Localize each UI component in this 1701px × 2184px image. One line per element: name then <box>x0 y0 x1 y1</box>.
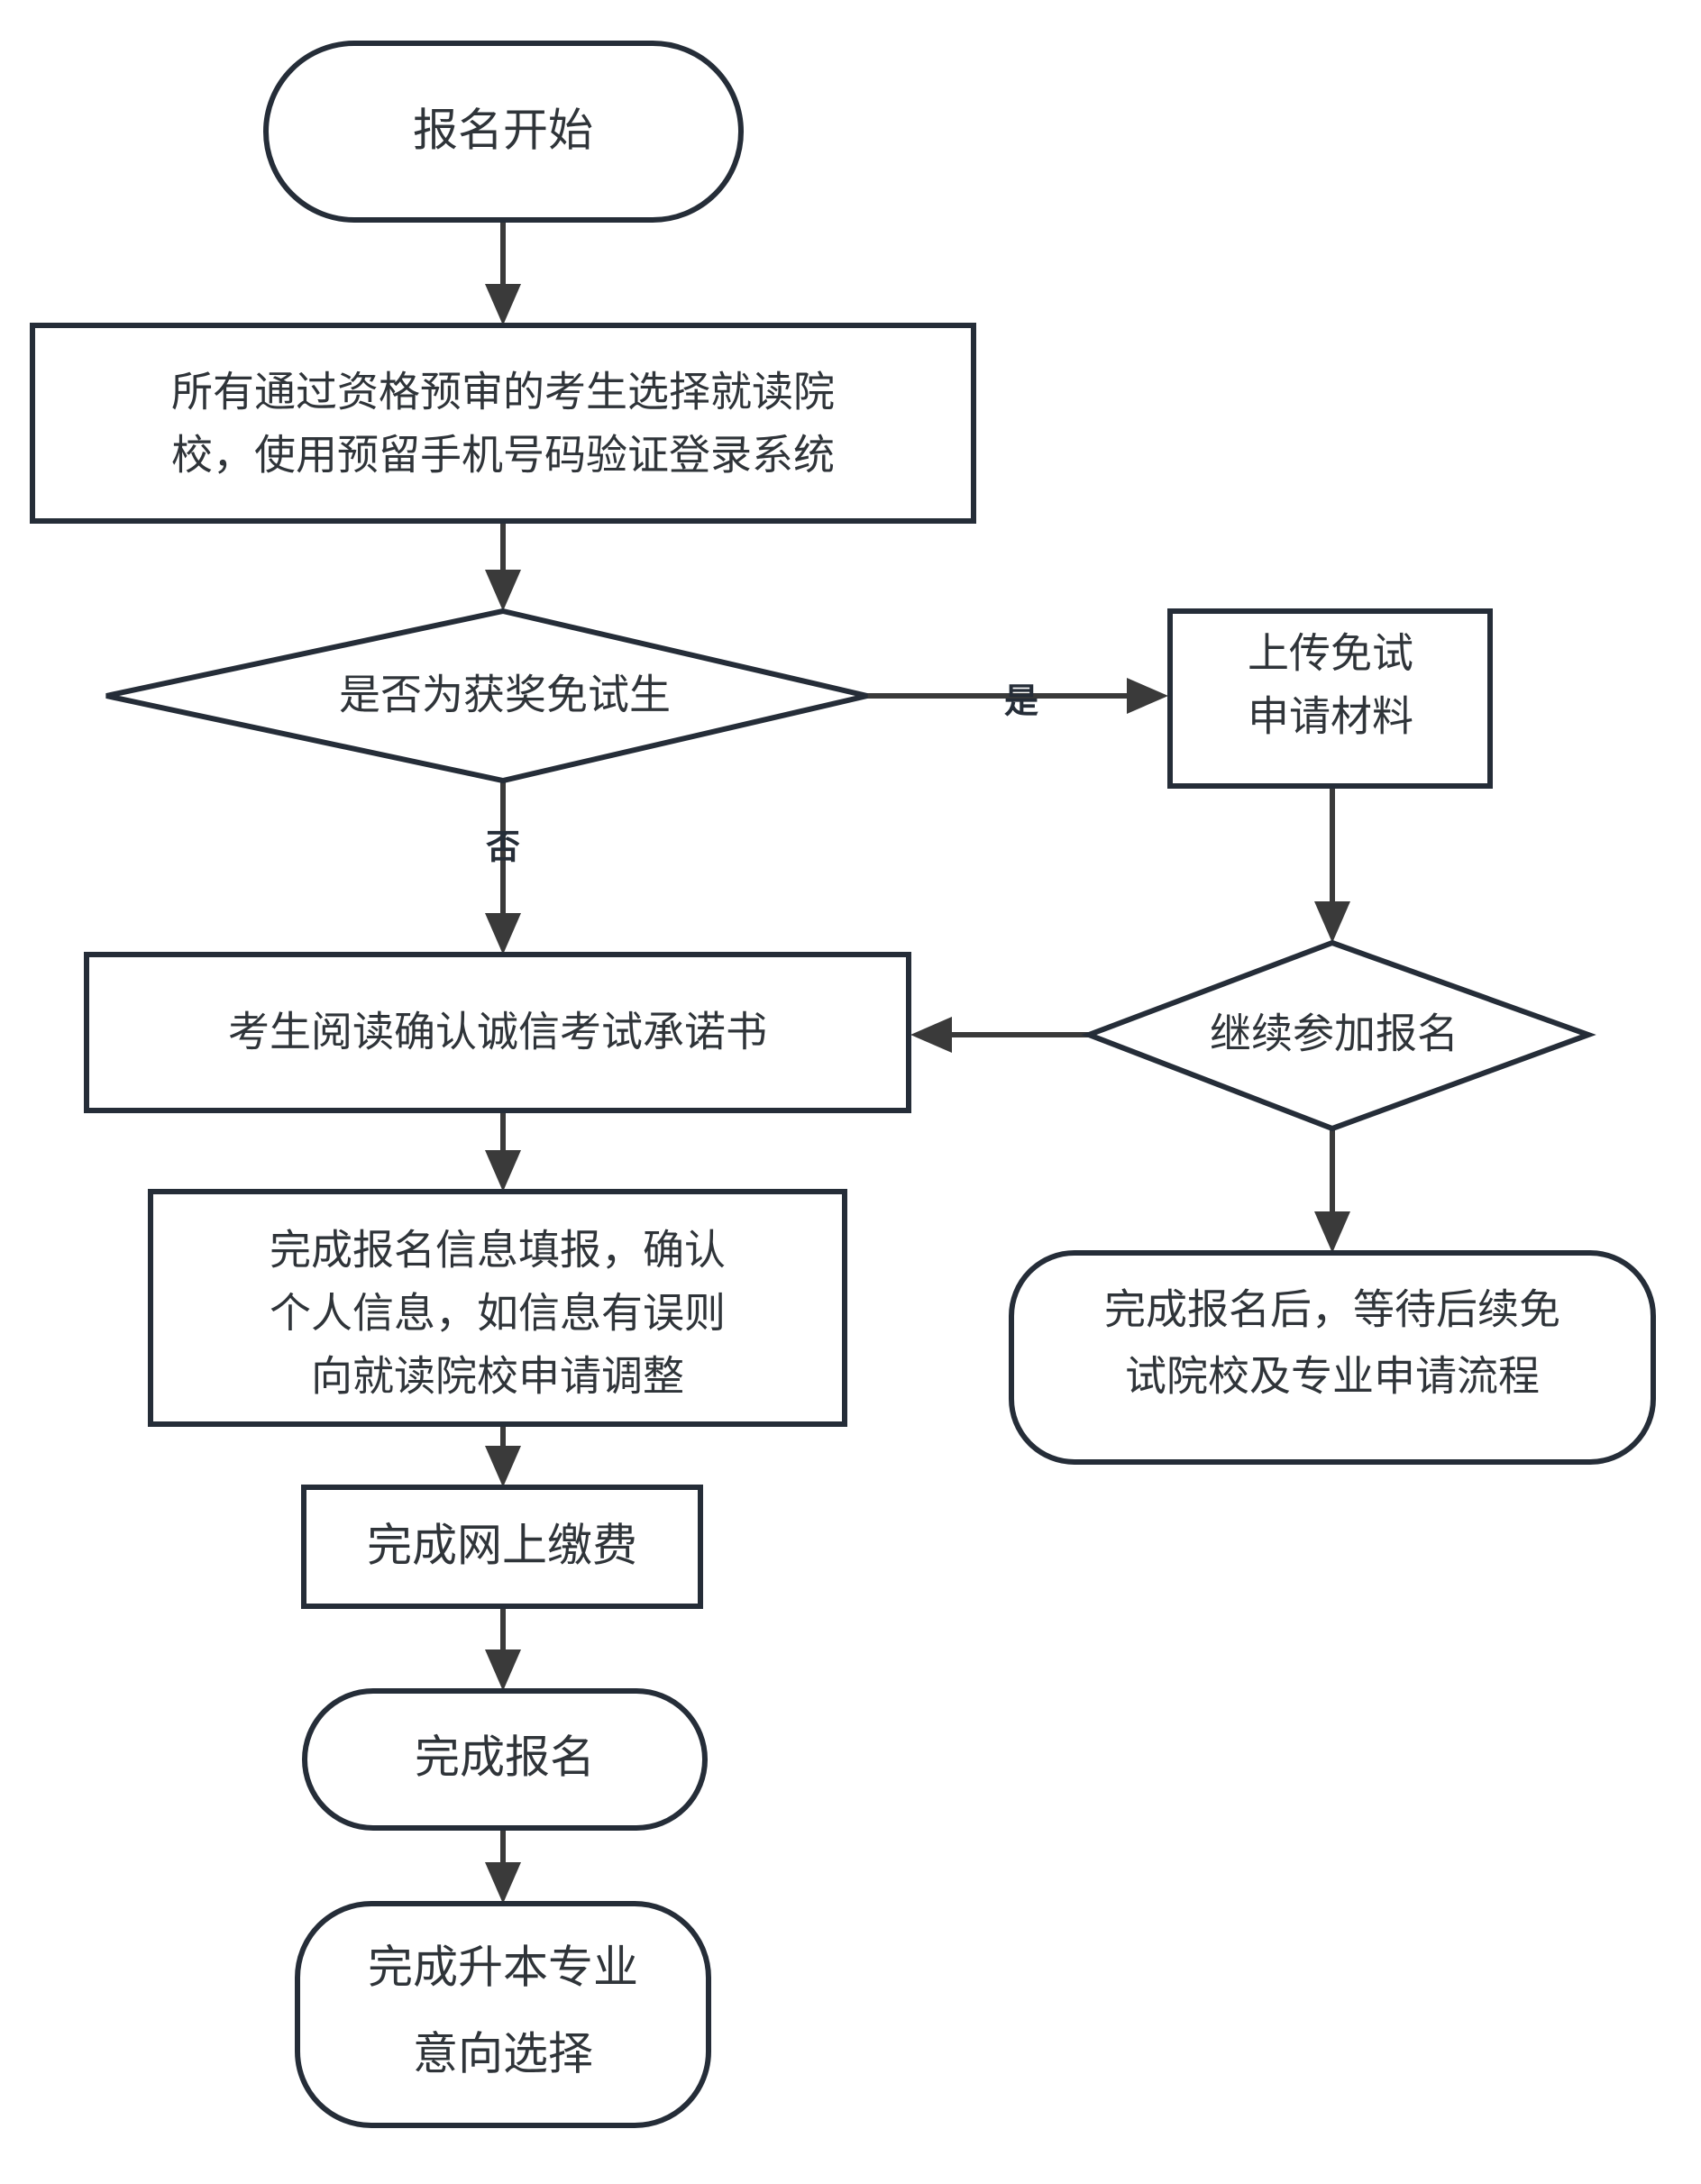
edge-decision-continue-to-pledge <box>910 1017 1098 1053</box>
node-wait-exempt-label-line1: 完成报名后，等待后续免 <box>1104 1285 1560 1334</box>
edge-pledge-to-fill-info <box>485 1110 521 1192</box>
node-fill-info-label-line2: 个人信息，如信息有误则 <box>270 1289 726 1338</box>
node-payment-label: 完成网上缴费 <box>367 1520 637 1572</box>
edge-login-to-decision-exempt <box>485 521 521 611</box>
node-fill-info[interactable]: 完成报名信息填报，确认 个人信息，如信息有误则 向就读院校申请调整 <box>148 1189 847 1427</box>
node-upload-label-line2: 申请材料 <box>1248 692 1413 741</box>
node-decision-continue-label: 继续参加报名 <box>1210 1010 1459 1058</box>
edge-decision-exempt-to-upload <box>867 678 1168 714</box>
edge-done-registration-to-done-major <box>485 1828 521 1904</box>
node-payment[interactable]: 完成网上缴费 <box>301 1485 703 1609</box>
node-start-label-line1: 报名开始 <box>413 105 593 157</box>
node-login-label-line1: 所有通过资格预审的考生选择就读院 <box>171 368 835 416</box>
node-login[interactable]: 所有通过资格预审的考生选择就读院 校，使用预留手机号码验证登录系统 <box>30 323 976 524</box>
node-decision-exempt-label: 是否为获奖免试生 <box>339 671 671 719</box>
node-start[interactable]: 报名开始 <box>263 41 744 223</box>
edge-decision-exempt-to-pledge <box>485 781 521 955</box>
edge-start-to-login <box>485 220 521 325</box>
node-decision-exempt[interactable]: 是否为获奖免试生 <box>105 608 868 784</box>
edge-label-no: 否 <box>486 827 520 867</box>
edge-payment-to-done-registration <box>485 1606 521 1691</box>
node-pledge[interactable]: 考生阅读确认诚信考试承诺书 <box>84 952 911 1113</box>
node-login-label-line2: 校，使用预留手机号码验证登录系统 <box>171 431 835 480</box>
node-done-major[interactable]: 完成升本专业 意向选择 <box>295 1901 711 2128</box>
node-fill-info-label-line1: 完成报名信息填报，确认 <box>270 1226 726 1275</box>
edge-label-yes: 是 <box>1004 681 1038 721</box>
node-pledge-label: 考生阅读确认诚信考试承诺书 <box>228 1008 767 1056</box>
node-fill-info-label-line3: 向就读院校申请调整 <box>311 1352 684 1401</box>
node-upload[interactable]: 上传免试 申请材料 <box>1167 608 1493 789</box>
edge-upload-to-decision-continue <box>1314 786 1350 943</box>
node-done-registration[interactable]: 完成报名 <box>302 1688 708 1831</box>
node-done-major-label-line2: 意向选择 <box>413 2028 593 2080</box>
edge-fill-info-to-payment <box>485 1424 521 1487</box>
node-decision-continue[interactable]: 继续参加报名 <box>1081 939 1596 1132</box>
node-wait-exempt[interactable]: 完成报名后，等待后续免 试院校及专业申请流程 <box>1009 1250 1656 1465</box>
edge-decision-continue-to-wait-exempt <box>1314 1129 1350 1253</box>
node-done-registration-label: 完成报名 <box>415 1732 595 1784</box>
node-upload-label-line1: 上传免试 <box>1248 629 1413 678</box>
node-done-major-label-line1: 完成升本专业 <box>368 1942 638 1994</box>
node-wait-exempt-label-line2: 试院校及专业申请流程 <box>1125 1352 1540 1401</box>
